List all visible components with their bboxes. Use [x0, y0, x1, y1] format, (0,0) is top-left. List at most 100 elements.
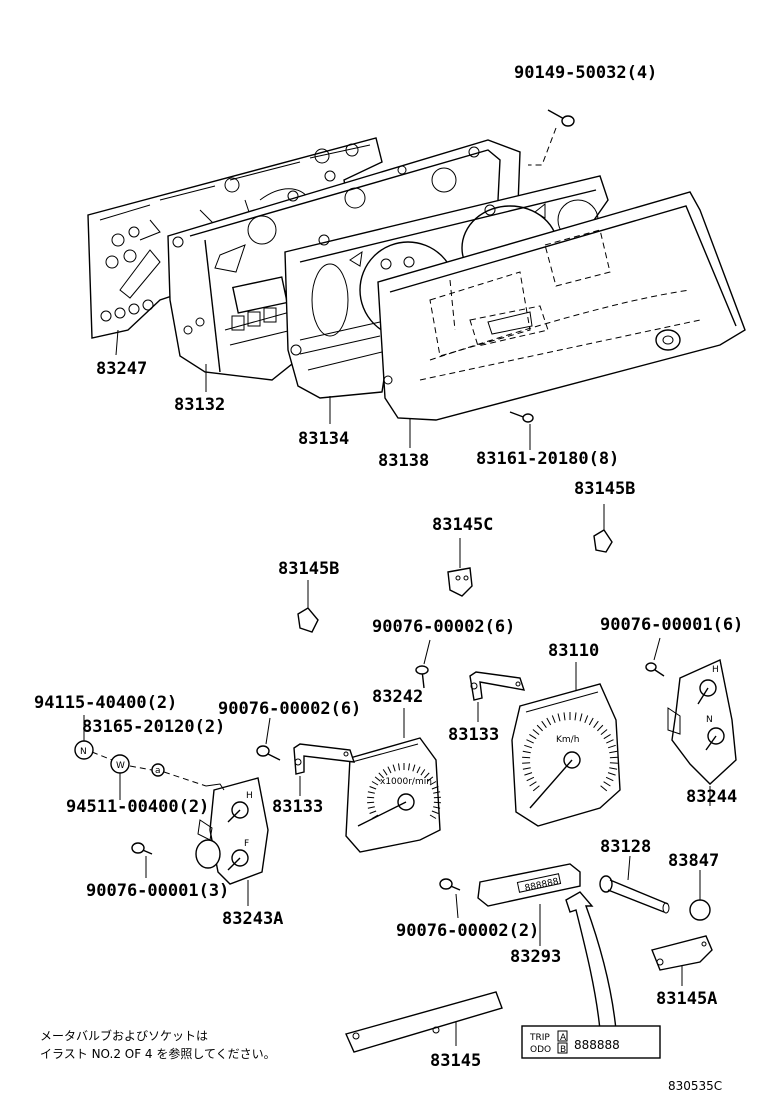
tach-tick: [408, 763, 410, 771]
tachometer-83242: x1000r/min: [345, 708, 441, 853]
tach-tick: [367, 801, 375, 804]
tach-tick: [392, 764, 396, 772]
odometer-display-83293: 888888: [477, 863, 581, 946]
label-83145A: 83145A: [656, 989, 717, 1009]
label-90076-00001-left: 90076-00001(3): [86, 881, 229, 901]
speed-tick: [522, 767, 531, 770]
label-83243A: 83243A: [222, 909, 283, 929]
tach-tick: [416, 766, 421, 774]
tach-tick: [382, 769, 388, 776]
speed-tick: [584, 715, 589, 723]
label-83145B-left: 83145B: [278, 559, 339, 579]
screw-90076-00002-bottom: [439, 878, 461, 919]
gauge-left-f: F: [244, 839, 249, 849]
speed-tick: [607, 772, 616, 776]
cap-83145B-left: [297, 580, 319, 633]
speed-tick: [546, 717, 552, 726]
lcd-digits: 888888: [574, 1038, 620, 1052]
gauge-right-h: H: [712, 665, 719, 675]
speed-tick: [529, 733, 537, 740]
tach-tick: [424, 772, 430, 779]
label-83133-right: 83133: [448, 725, 499, 745]
diagram-reference-id: 830535C: [668, 1079, 722, 1093]
gauge-83244: H N: [667, 659, 737, 806]
tach-tick: [433, 801, 441, 804]
label-83134: 83134: [298, 429, 349, 449]
label-83133-left: 83133: [272, 797, 323, 817]
speed-tick: [532, 785, 540, 792]
reset-knob-83128: [599, 855, 670, 914]
marker-group: N W a: [74, 715, 207, 800]
screw-83161-20180: [509, 411, 534, 423]
callout-arrow: [565, 891, 617, 1031]
speed-tick: [606, 739, 614, 744]
speed-tick: [529, 781, 537, 787]
speed-tick: [600, 785, 608, 792]
speed-tick: [600, 729, 608, 735]
tach-tick: [367, 791, 375, 794]
note-line-1: メータバルブおよびソケットは: [40, 1028, 208, 1043]
label-83145B-right: 83145B: [574, 479, 635, 499]
tach-tick: [371, 781, 379, 786]
speed-tick: [588, 717, 594, 726]
label-94115-40400: 94115-40400(2): [34, 693, 177, 713]
speed-tick: [607, 744, 616, 749]
label-83847: 83847: [668, 851, 719, 871]
cap-83145C: [447, 538, 473, 597]
speed-tick: [597, 724, 604, 732]
speed-tick: [526, 776, 535, 782]
speed-tick: [541, 720, 547, 728]
tach-tick: [427, 776, 434, 782]
screw-90149-50032: [528, 109, 575, 166]
knob-cap-83847: [689, 870, 711, 921]
tach-tick: [429, 781, 437, 786]
speed-tick: [609, 767, 618, 770]
label-90149-50032: 90149-50032(4): [514, 63, 657, 83]
lens-cover-83138: [377, 191, 746, 421]
label-83242: 83242: [372, 687, 423, 707]
tach-tick: [431, 786, 439, 790]
marker-a: a: [155, 766, 161, 776]
speed-tick: [557, 713, 561, 722]
tach-tick: [398, 763, 400, 771]
speed-tick: [532, 729, 540, 735]
marker-n: N: [80, 747, 87, 757]
speed-tick: [522, 750, 531, 754]
speed-tick: [522, 762, 531, 764]
bracket-83133-left: [293, 743, 356, 796]
tach-tick: [433, 796, 441, 799]
speed-tick: [603, 733, 611, 740]
label-90076-00002-left: 90076-00002(6): [218, 699, 361, 719]
tach-tick: [374, 776, 381, 782]
label-83128: 83128: [600, 837, 651, 857]
tach-tick: [420, 769, 426, 776]
label-83293: 83293: [510, 947, 561, 967]
tach-tick: [431, 810, 439, 814]
speed-tick: [524, 772, 533, 776]
label-83145C: 83145C: [432, 515, 493, 535]
speed-tick: [563, 712, 566, 721]
cover-83145A: [651, 935, 713, 986]
lcd-b: B: [560, 1045, 566, 1055]
tach-tick: [367, 796, 375, 799]
tach-tick: [369, 786, 377, 790]
gauge-left-h: H: [246, 791, 253, 801]
screw-90076-00001-right: [645, 637, 665, 677]
speed-unit-text: Km/h: [556, 735, 579, 745]
label-83110: 83110: [548, 641, 599, 661]
tach-tick: [367, 806, 375, 809]
label-90076-00001-right: 90076-00001(6): [600, 615, 743, 635]
label-83138: 83138: [378, 451, 429, 471]
speedometer-83110: Km/h: [511, 662, 621, 827]
gauge-83243A: H F: [195, 777, 269, 906]
lcd-detail: TRIP ODO A B 888888: [521, 1025, 661, 1059]
leader-83247: [115, 329, 119, 356]
lcd-a: A: [560, 1033, 567, 1043]
speed-tick: [609, 756, 618, 759]
tach-tick: [387, 766, 392, 774]
speed-tick: [551, 715, 556, 723]
tach-tick: [433, 791, 441, 794]
label-90076-00002-top: 90076-00002(6): [372, 617, 515, 637]
tach-tick: [378, 772, 384, 779]
speed-tick: [605, 776, 614, 782]
